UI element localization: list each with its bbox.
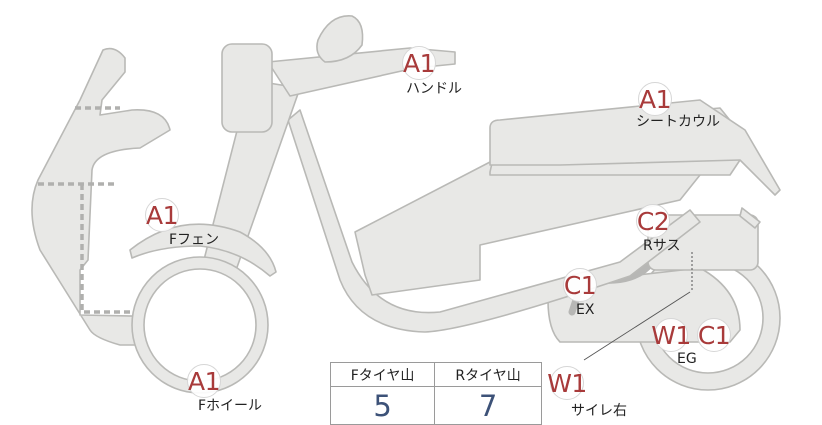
code-f-wheel: A1 bbox=[188, 366, 221, 396]
label-seat-cowl: シートカウル bbox=[636, 114, 720, 130]
mirror bbox=[316, 15, 364, 63]
label-side-stand: サイレ右 bbox=[571, 403, 627, 419]
marker-handle[interactable]: A1 bbox=[402, 46, 436, 80]
header-front-tire: Fタイヤ山 bbox=[329, 362, 436, 387]
marker-f-wheel[interactable]: A1 bbox=[187, 364, 221, 398]
marker-eg-w[interactable]: W1 bbox=[651, 318, 691, 352]
leg-shield bbox=[31, 47, 231, 346]
code-ex: C1 bbox=[563, 270, 597, 300]
code-f-fender: A1 bbox=[146, 200, 179, 230]
label-f-fender: Fフェン bbox=[169, 232, 220, 248]
marker-ex[interactable]: C1 bbox=[563, 268, 597, 302]
side-leader-line bbox=[583, 291, 691, 361]
value-rear-tire[interactable]: 7 bbox=[434, 386, 542, 425]
code-r-sus: C2 bbox=[636, 206, 670, 236]
marker-r-sus[interactable]: C2 bbox=[636, 204, 670, 238]
label-ex: EX bbox=[576, 302, 595, 318]
label-handle: ハンドル bbox=[406, 81, 462, 97]
label-f-wheel: Fホイール bbox=[198, 398, 263, 414]
code-side-stand: W1 bbox=[547, 368, 587, 398]
rear-shock-stem bbox=[739, 207, 761, 229]
main-frame bbox=[287, 109, 701, 333]
label-r-sus: Rサス bbox=[643, 238, 681, 254]
front-fender bbox=[129, 223, 277, 277]
label-eg: EG bbox=[677, 351, 697, 367]
code-eg: C1 bbox=[697, 320, 731, 350]
marker-side-stand[interactable]: W1 bbox=[547, 366, 587, 400]
value-front-tire[interactable]: 5 bbox=[329, 386, 436, 425]
leg-shield-dashed-line bbox=[38, 106, 140, 314]
tire-tread-table: Fタイヤ山 Rタイヤ山 5 7 bbox=[329, 362, 542, 425]
header-rear-tire: Rタイヤ山 bbox=[434, 362, 542, 387]
code-eg-w: W1 bbox=[651, 320, 691, 350]
marker-eg[interactable]: C1 bbox=[697, 318, 731, 352]
headlight bbox=[221, 43, 273, 133]
code-seat-cowl: A1 bbox=[639, 84, 672, 114]
marker-seat-cowl[interactable]: A1 bbox=[638, 82, 672, 116]
marker-f-fender[interactable]: A1 bbox=[145, 198, 179, 232]
seat-cowl bbox=[489, 99, 781, 196]
code-handle: A1 bbox=[403, 48, 436, 78]
